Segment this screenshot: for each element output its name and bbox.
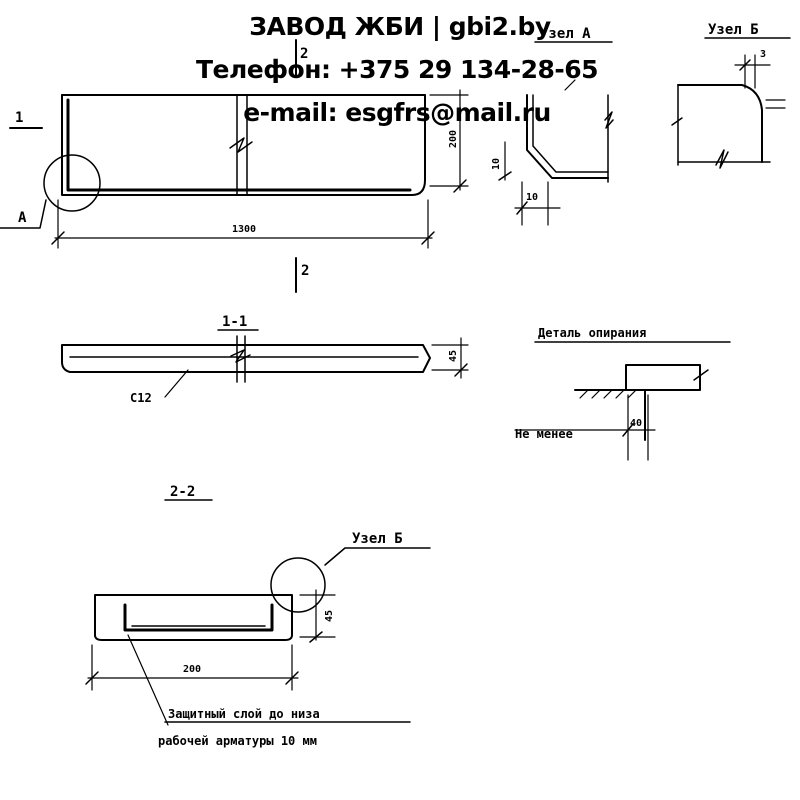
callout-a-leader <box>0 199 47 229</box>
dim-45-bottom-tick <box>309 631 323 643</box>
section-mark-2-top: 2 <box>300 46 308 62</box>
dim-1300-tick-left <box>51 231 65 245</box>
node-b-outline <box>677 84 763 163</box>
section-1-1 <box>61 329 469 398</box>
plan-rebar <box>66 98 412 192</box>
plan-view <box>0 39 469 293</box>
dim-1300-tick-right <box>421 231 435 245</box>
dim-1300-label: 1300 <box>232 224 256 235</box>
node-a-leader <box>564 79 576 91</box>
plan-break-zigzag <box>229 137 253 153</box>
bar-label-leader <box>164 369 189 398</box>
support-dim40-tick <box>622 423 634 437</box>
node-b-break <box>715 149 729 169</box>
section-mark-1: 1 <box>15 110 23 126</box>
dim-45-bottom-label: 45 <box>324 610 335 622</box>
callout-circle-a <box>43 154 101 212</box>
node-a-dim10-v-tick <box>498 171 512 181</box>
drawing-labels: 1 2 2 А 1300 200 Узел А 10 10 Узел Б 3 1… <box>15 22 766 748</box>
section-2-2-title: 2-2 <box>170 484 195 500</box>
bar-label: С12 <box>130 391 152 405</box>
callout-circle-b <box>270 557 326 613</box>
node-b-detail-top <box>671 37 791 169</box>
dim-200-bottom-tick-left <box>85 671 99 685</box>
support-min-label: Не менее <box>515 427 573 441</box>
header-email: e-mail: esgfrs@mail.ru <box>243 98 551 127</box>
header-factory-name: ЗАВОД ЖБИ | gbi2.by <box>249 12 551 41</box>
note-line-1: Защитный слой до низа <box>168 707 320 721</box>
support-slab-break <box>693 369 709 381</box>
node-b-title-bottom: Узел Б <box>352 531 403 547</box>
node-a-inner <box>532 94 609 173</box>
support-title: Деталь опирания <box>538 326 646 340</box>
section-1-1-break-zigzag <box>230 349 251 363</box>
support-dim40: 40 <box>630 418 642 429</box>
node-a-dim10-h: 10 <box>526 192 538 203</box>
section-2-2 <box>85 499 431 726</box>
section-2-2-body <box>94 594 293 641</box>
node-b-bottom-leader <box>324 547 431 566</box>
support-wall-top <box>574 389 646 441</box>
dim-200-bottom-tick-right <box>285 671 299 685</box>
node-b-title-top: Узел Б <box>708 22 759 38</box>
node-b-break-left <box>671 117 683 126</box>
node-b-dim3: 3 <box>760 49 766 60</box>
node-a-title: Узел А <box>540 26 591 42</box>
plan-outline <box>61 94 426 196</box>
callout-a-label: А <box>18 210 27 226</box>
support-detail <box>514 341 731 461</box>
header-phone: Телефон: +375 29 134-28-65 <box>195 55 599 84</box>
node-a-dim10-v: 10 <box>491 158 502 170</box>
dim-200-bottom-label: 200 <box>183 664 201 675</box>
section-1-1-body <box>61 344 431 373</box>
node-a-detail <box>498 41 614 226</box>
dim-200-tick-bottom <box>453 179 467 193</box>
support-hatch <box>579 389 637 399</box>
section-1-1-title: 1-1 <box>222 314 247 330</box>
node-a-dim10-h-tick <box>516 201 528 215</box>
dim-200-label: 200 <box>448 130 459 148</box>
support-slab <box>625 364 701 391</box>
node-a-break <box>604 111 614 129</box>
section-2-2-rebar <box>123 603 274 632</box>
note-line-2: рабочей арматуры 10 мм <box>158 734 317 748</box>
node-b-dim3-tick <box>739 59 751 71</box>
node-a-outline <box>526 94 609 179</box>
section-mark-2-bottom: 2 <box>301 263 309 279</box>
note-leader <box>127 634 169 726</box>
dim-45-top-tick <box>454 363 468 377</box>
dim-45-top-label: 45 <box>448 350 459 362</box>
